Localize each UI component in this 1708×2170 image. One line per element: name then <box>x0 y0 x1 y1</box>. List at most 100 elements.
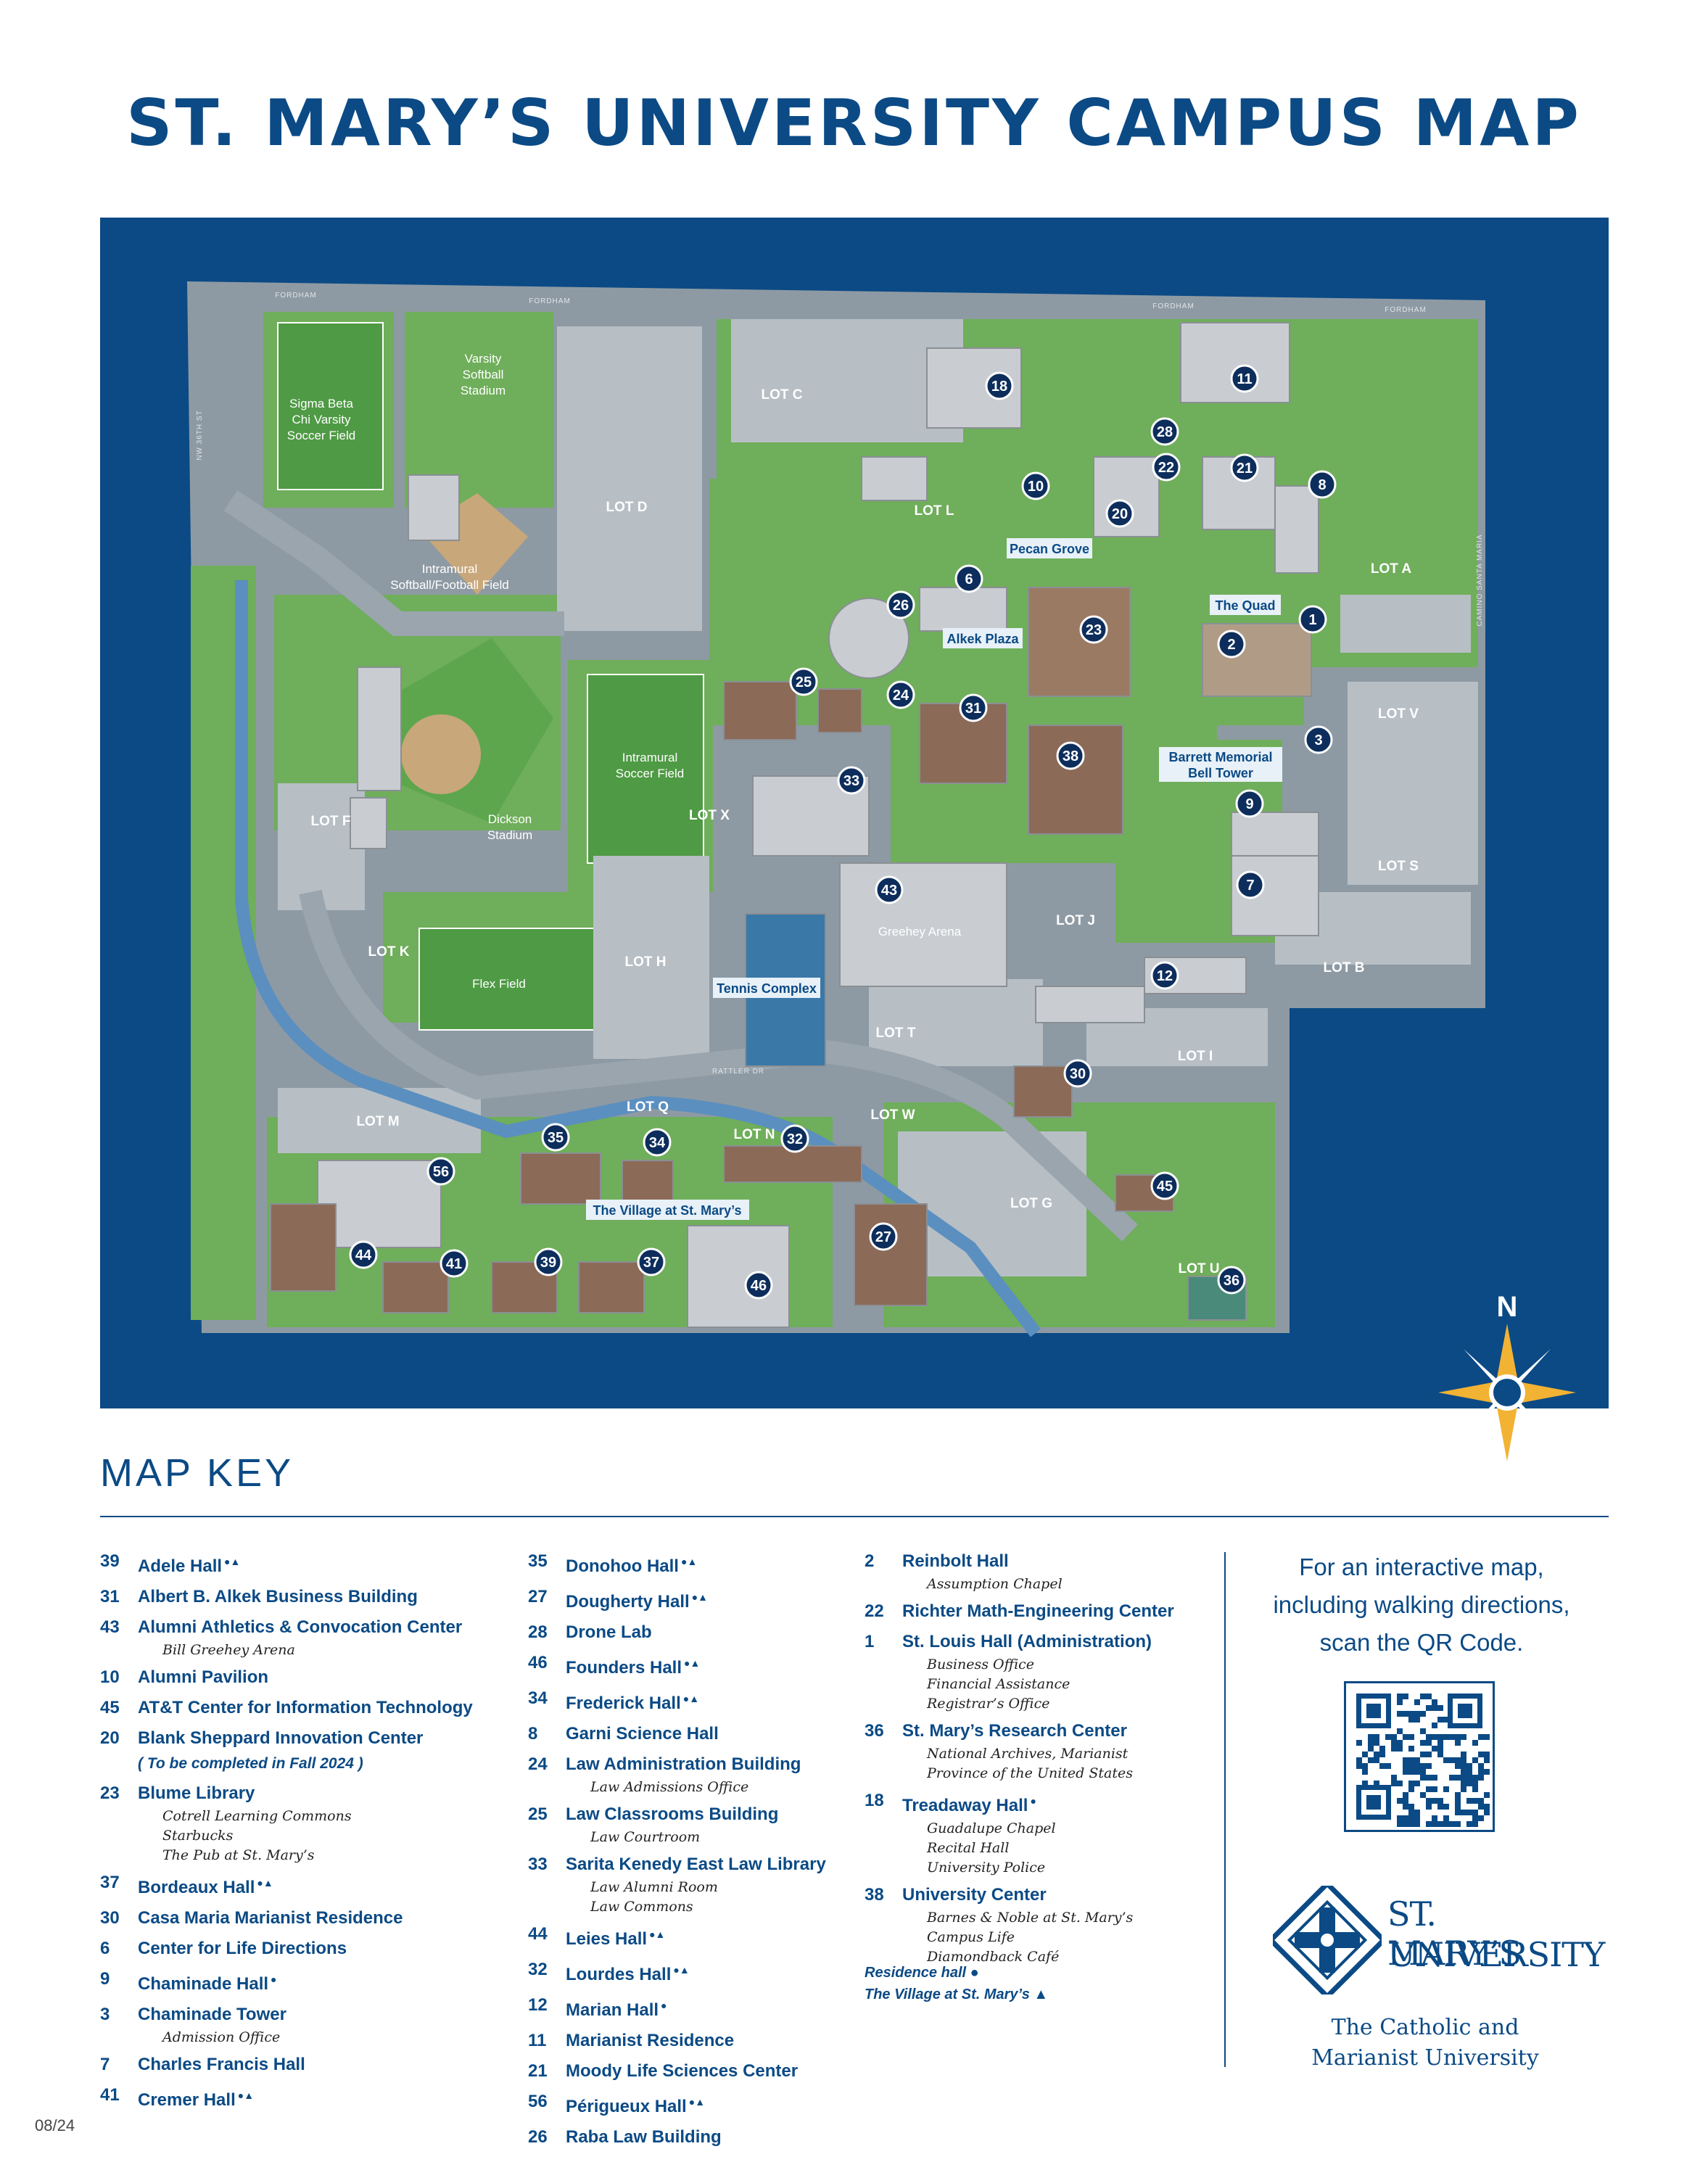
map-key-marks: ●▲ <box>691 1591 708 1603</box>
building-pin-38[interactable]: 38 <box>1056 741 1085 770</box>
building-pin-20[interactable]: 20 <box>1105 499 1134 528</box>
map-key-sub-item: Starbucks <box>162 1828 234 1844</box>
svg-text:Chi Varsity: Chi Varsity <box>292 413 351 426</box>
svg-text:21: 21 <box>1237 461 1253 477</box>
map-key-sub-item: University Police <box>927 1860 1046 1876</box>
building-pin-10[interactable]: 10 <box>1021 471 1050 500</box>
svg-text:The Village at St. Mary’s: The Village at St. Mary’s <box>593 1203 741 1218</box>
building-pin-18[interactable]: 18 <box>985 371 1014 400</box>
university-logo: ST. MARY’S UNIVERSITY <box>1273 1878 1605 2002</box>
svg-text:7: 7 <box>1246 878 1254 894</box>
map-key-building-name: Leies Hall●▲ <box>566 1928 666 1949</box>
building-pin-41[interactable]: 41 <box>440 1249 469 1278</box>
svg-text:33: 33 <box>843 773 859 789</box>
building-pin-43[interactable]: 43 <box>875 875 904 904</box>
building-pin-2[interactable]: 2 <box>1217 630 1246 659</box>
svg-text:The Quad: The Quad <box>1215 598 1275 613</box>
svg-text:Softball: Softball <box>463 368 504 381</box>
lot-v-label: LOT V <box>1378 706 1419 722</box>
building-pin-36[interactable]: 36 <box>1217 1266 1246 1295</box>
map-key-sub-item: Barnes & Noble at St. Mary’s <box>927 1910 1134 1926</box>
revision-date: 08/24 <box>35 2116 75 2134</box>
building-pin-7[interactable]: 7 <box>1236 870 1265 899</box>
building-pin-1[interactable]: 1 <box>1298 605 1327 634</box>
map-key-number: 38 <box>865 1885 884 1905</box>
building-pin-44[interactable]: 44 <box>349 1240 378 1269</box>
building-pin-9[interactable]: 9 <box>1235 789 1264 818</box>
qr-instructions: For an interactive map, including walkin… <box>1273 1554 1570 1656</box>
building-pin-35[interactable]: 35 <box>541 1123 570 1152</box>
map-key-building-name: Garni Science Hall <box>566 1724 719 1744</box>
building-pin-39[interactable]: 39 <box>534 1247 563 1276</box>
building-pin-46[interactable]: 46 <box>744 1271 773 1300</box>
legend-residence-hall: Residence hall ● <box>865 1965 979 1981</box>
svg-text:31: 31 <box>965 701 981 717</box>
svg-text:41: 41 <box>446 1256 462 1272</box>
svg-text:Greehey Arena: Greehey Arena <box>878 925 962 938</box>
map-key-marks: ●▲ <box>224 1556 241 1567</box>
building-pin-25[interactable]: 25 <box>789 667 818 696</box>
svg-text:37: 37 <box>643 1255 659 1271</box>
building-pin-30[interactable]: 30 <box>1063 1059 1092 1088</box>
building-pin-32[interactable]: 32 <box>780 1124 809 1153</box>
map-key-number: 46 <box>528 1653 548 1672</box>
svg-text:3: 3 <box>1314 733 1322 748</box>
lot-g-label: LOT G <box>1010 1196 1052 1211</box>
svg-text:FORDHAM: FORDHAM <box>1152 302 1195 310</box>
lot-n-label: LOT N <box>734 1127 775 1142</box>
building-pin-56[interactable]: 56 <box>426 1157 455 1186</box>
map-key-legend: Residence hall ● The Village at St. Mary… <box>865 1962 1048 2005</box>
building-pin-27[interactable]: 27 <box>869 1222 898 1251</box>
building-pin-24[interactable]: 24 <box>886 680 915 709</box>
building-pin-34[interactable]: 34 <box>643 1128 672 1157</box>
lot-q-label: LOT Q <box>627 1100 669 1115</box>
map-key-building-name: Cremer Hall●▲ <box>138 2089 255 2110</box>
campus-map[interactable]: FORDHAM FORDHAM FORDHAM FORDHAM NW 36TH … <box>100 218 1609 1461</box>
campus-map-illustration[interactable]: FORDHAM FORDHAM FORDHAM FORDHAM NW 36TH … <box>100 218 1609 1408</box>
lot-b-label: LOT B <box>1324 960 1365 975</box>
building-pin-6[interactable]: 6 <box>954 564 983 593</box>
building-pin-23[interactable]: 23 <box>1079 615 1108 644</box>
map-key-marks: ● <box>271 1973 277 1985</box>
building-pin-28[interactable]: 28 <box>1150 417 1179 446</box>
svg-text:30: 30 <box>1070 1066 1086 1082</box>
building-pin-21[interactable]: 21 <box>1230 453 1259 482</box>
map-key-sub-item: Province of the United States <box>927 1765 1133 1781</box>
plaque-pecan-grove: Pecan Grove <box>1007 538 1092 558</box>
building-pin-37[interactable]: 37 <box>637 1247 666 1276</box>
building-pin-33[interactable]: 33 <box>837 766 866 795</box>
map-key-building-name: Blank Sheppard Innovation Center <box>138 1728 424 1748</box>
building-pin-22[interactable]: 22 <box>1152 453 1181 482</box>
building-pin-3[interactable]: 3 <box>1304 725 1333 754</box>
map-key-number: 7 <box>100 2055 110 2074</box>
legend-village: The Village at St. Mary’s ▲ <box>865 1987 1049 2002</box>
map-key-number: 30 <box>100 1908 120 1928</box>
svg-text:Tennis Complex: Tennis Complex <box>717 981 817 996</box>
svg-text:Softball/Football Field: Softball/Football Field <box>390 578 508 592</box>
svg-text:20: 20 <box>1112 506 1128 522</box>
building-pin-26[interactable]: 26 <box>886 590 915 619</box>
building-pin-31[interactable]: 31 <box>959 693 988 722</box>
building-pin-8[interactable]: 8 <box>1308 470 1337 499</box>
map-key-building-name: AT&T Center for Information Technology <box>138 1698 473 1717</box>
road <box>299 889 1138 1242</box>
building-pin-45[interactable]: 45 <box>1150 1171 1179 1200</box>
building-pin-12[interactable]: 12 <box>1150 961 1179 990</box>
map-key-building-name: University Center <box>902 1885 1047 1905</box>
map-key-sub-item: Cotrell Learning Commons <box>162 1808 352 1824</box>
svg-text:44: 44 <box>355 1247 372 1263</box>
building-pin-11[interactable]: 11 <box>1230 364 1259 393</box>
svg-text:Flex Field: Flex Field <box>472 977 526 991</box>
qr-code[interactable] <box>1344 1681 1495 1832</box>
svg-text:23: 23 <box>1086 622 1102 638</box>
